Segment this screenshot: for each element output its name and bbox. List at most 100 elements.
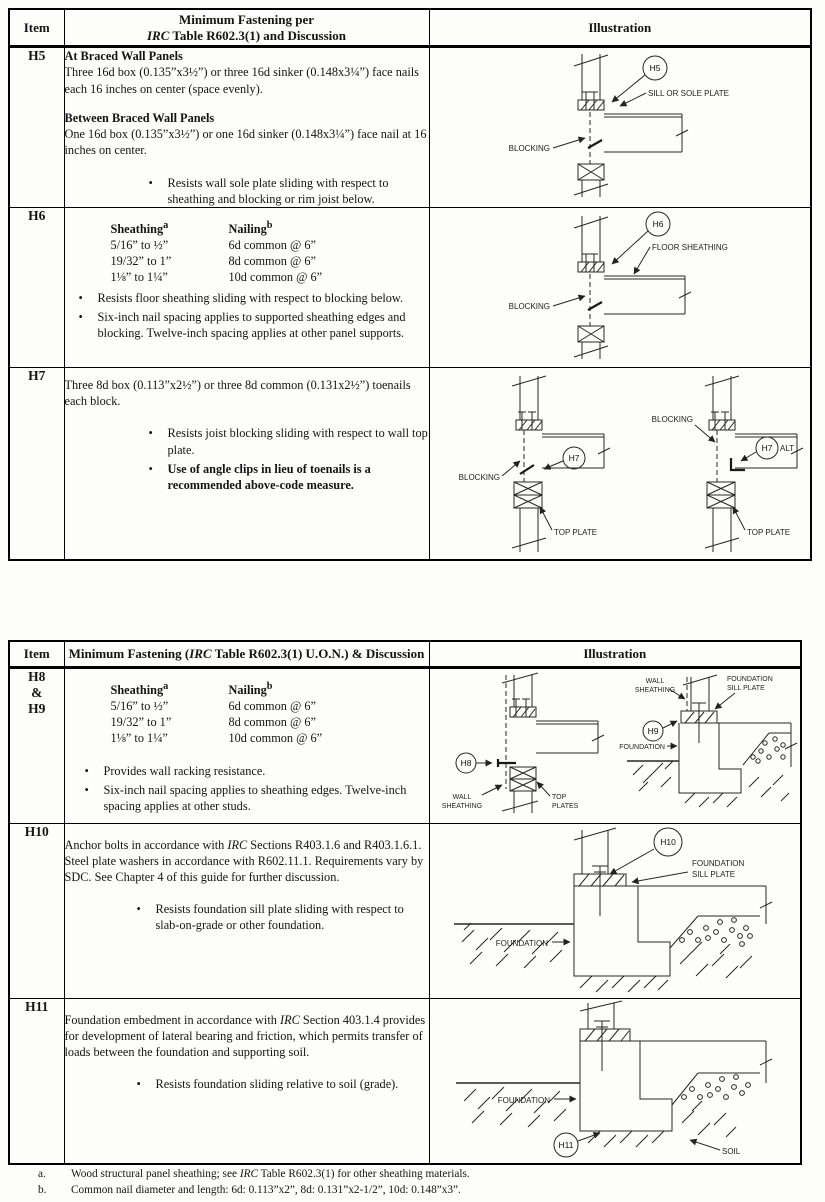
item-label-h11: H11: [8, 997, 65, 1165]
h5-wall-framing: [573, 54, 688, 198]
h8-top-plates-label2: PLATES: [552, 803, 579, 810]
h6-spec-col1-header: Sheathinga: [110, 219, 169, 237]
h10-foundation-label: FOUNDATION: [495, 939, 548, 948]
h5-labels: H5 SILL OR SOLE PLATE BLOCKING: [508, 55, 729, 153]
t2-header-item: Item: [8, 640, 65, 669]
h11-illustration-drawing: FOUNDATION H11 SOIL: [455, 1000, 772, 1157]
bullet-marker: •: [136, 902, 141, 917]
h9-wall-sheathing-label2: SHEATHING: [634, 687, 674, 694]
table-row: H8 & H9 Sheathinga Nailingb 5/16” to ½” …: [8, 666, 802, 824]
h8-detail: H8 WALL SHEATHING TOP PLATES: [441, 672, 604, 813]
t1-header-item: Item: [8, 8, 65, 49]
h7-bullet-1-text: Resists joist blocking sliding with resp…: [167, 426, 428, 457]
h8-tag-label: H8: [460, 758, 471, 768]
h8-h9-illustration: H8 WALL SHEATHING TOP PLATES: [428, 666, 802, 824]
footnote-a-text: Wood structural panel sheathing; see IRC…: [71, 1168, 470, 1180]
h10-bullet-1: • Resists foundation sill plate sliding …: [65, 901, 429, 933]
h5-illustration-drawing: H5 SILL OR SOLE PLATE BLOCKING: [508, 54, 729, 198]
h11-gravel: [680, 1073, 751, 1100]
h8-h9-illustration-drawing: H8 WALL SHEATHING TOP PLATES: [441, 672, 797, 813]
h6-spec-cell: 19/32” to 1”: [110, 254, 172, 268]
h10-tag-circle: [653, 827, 682, 856]
fastening-table-1: Item Minimum Fastening per IRC Table R60…: [8, 8, 812, 562]
h8-h9-bullet-1: • Provides wall racking resistance.: [65, 763, 429, 779]
h9-sill-plate-label: FOUNDATION: [727, 676, 773, 683]
h11-para-pre: Foundation embedment in accordance with: [64, 1012, 280, 1027]
h6-wall-framing: [573, 215, 691, 359]
bullet-marker: •: [84, 782, 89, 797]
h5-heading1: At Braced Wall Panels: [64, 49, 183, 64]
h10-tag-label: H10: [660, 837, 676, 847]
h5-bullet-1: • Resists wall sole plate sliding with r…: [65, 175, 429, 207]
t1-header-fastening-line2: Table R602.3(1) and Discussion: [169, 27, 347, 43]
h10-para-irc: IRC: [227, 837, 248, 852]
h7-left-blocking-label: BLOCKING: [458, 473, 499, 482]
h7-description: Three 8d box (0.113”x2½”) or three 8d co…: [63, 366, 430, 561]
h5-heading2: Between Braced Wall Panels: [64, 110, 215, 125]
h7-left-top-plate-label: TOP PLATE: [554, 528, 597, 537]
h10-bullet-1-text: Resists foundation sill plate sliding wi…: [155, 902, 404, 933]
h6-bullet-1-text: Resists floor sheathing sliding with res…: [97, 290, 404, 305]
fastening-table-2: Item Minimum Fastening (IRC Table R602.3…: [8, 640, 802, 1165]
footnote-b-letter: b.: [38, 1184, 47, 1197]
bullet-marker: •: [148, 426, 153, 441]
h10-para-post: Sections R403.1.6 and R403.1.6.1. Steel …: [64, 837, 424, 884]
h9-detail: WALL SHEATHING FOUNDATION SILL PLATE H9 …: [619, 674, 797, 807]
h10-description: Anchor bolts in accordance with IRC Sect…: [63, 822, 430, 999]
h8-h9-spec-col2-header: Nailingb: [228, 680, 273, 697]
t2-header-irc: IRC: [189, 645, 212, 661]
h8-h9-spec-cell: 1⅛” to 1¼”: [110, 730, 168, 745]
h11-tag-circle: [553, 1132, 578, 1157]
h11-tag-label: H11: [558, 1140, 573, 1150]
h5-illustration: H5 SILL OR SOLE PLATE BLOCKING: [428, 46, 812, 208]
t2-header-illustration: Illustration: [428, 640, 802, 669]
footnote-b-text: Common nail diameter and length: 6d: 0.1…: [71, 1184, 461, 1197]
h6-spec-cell: 1⅛” to 1¼”: [110, 269, 168, 284]
h6-labels: H6 FLOOR SHEATHING BLOCKING: [508, 211, 728, 311]
h11-description: Foundation embedment in accordance with …: [63, 997, 430, 1165]
bullet-marker: •: [78, 290, 83, 305]
h10-paragraph: Anchor bolts in accordance with IRC Sect…: [65, 837, 429, 886]
t2-header-fastening-post: Table R602.3(1) U.O.N.) & Discussion: [211, 645, 425, 661]
h5-description: At Braced Wall Panels Three 16d box (0.1…: [63, 46, 430, 208]
h6-blocking-label: BLOCKING: [508, 302, 549, 311]
h8-h9-spec-cell: 8d common @ 6”: [228, 714, 316, 729]
h7-right-detail: BLOCKING H7 ALT TOP PLATE: [651, 375, 803, 552]
h9-foundation-label: FOUNDATION: [619, 744, 665, 751]
h8-h9-spec-cell: 6d common @ 6”: [228, 698, 316, 713]
h7-bullet-1: • Resists joist blocking sliding with re…: [65, 425, 429, 457]
h6-spec-col2-header: Nailingb: [228, 219, 273, 237]
h6-spec-cell: 10d common @ 6”: [228, 269, 323, 284]
h7-right-alt-label: ALT: [780, 444, 794, 453]
h9-wall-sheathing-label: WALL: [645, 678, 664, 685]
bullet-marker: •: [136, 1077, 141, 1092]
t1-header-fastening-line1: Minimum Fastening per: [178, 12, 315, 27]
h8-h9-spec-cell: 19/32” to 1”: [110, 714, 172, 729]
h6-tag-label: H6: [652, 219, 663, 229]
h7-right-tag-label: H7: [761, 443, 772, 453]
h11-illustration: FOUNDATION H11 SOIL: [428, 997, 802, 1165]
h6-spec-table: Sheathinga Nailingb 5/16” to ½” 6d commo…: [111, 219, 429, 286]
bullet-marker: •: [148, 461, 153, 476]
footnote-a: a. Wood structural panel sheathing; see …: [38, 1166, 798, 1182]
h6-spec-cell: 5/16” to ½”: [110, 238, 169, 253]
h8-h9-description: Sheathinga Nailingb 5/16” to ½” 6d commo…: [63, 666, 430, 824]
table-row: H6 Sheathinga Nailingb 5/16” to ½” 6d co…: [8, 206, 812, 368]
bullet-marker: •: [148, 175, 153, 190]
t1-header-fastening: Minimum Fastening per IRC Table R602.3(1…: [63, 8, 430, 49]
h6-floor-sheathing-label: FLOOR SHEATHING: [652, 243, 728, 252]
t2-header-fastening-pre: Minimum Fastening (: [68, 645, 190, 661]
h7-bullet-2-text: Use of angle clips in lieu of toenails i…: [167, 461, 371, 493]
footnote-a-letter: a.: [38, 1168, 46, 1180]
item-label-h8-h9: H8 & H9: [8, 666, 65, 824]
bullet-marker: •: [78, 310, 83, 325]
h6-illustration-drawing: H6 FLOOR SHEATHING BLOCKING: [508, 211, 728, 359]
h7-left-detail: H7 BLOCKING TOP PLATE: [458, 375, 610, 552]
h6-spec-cell: 6d common @ 6”: [228, 238, 316, 253]
h10-para-pre: Anchor bolts in accordance with: [64, 837, 228, 852]
table-row: H10 Anchor bolts in accordance with IRC …: [8, 822, 802, 999]
h11-foundation-drawing: [455, 1000, 772, 1147]
bullet-marker: •: [84, 763, 89, 778]
h8-h9-spec-cell: 5/16” to ½”: [110, 698, 169, 713]
h10-labels: H10 FOUNDATION SILL PLATE FOUNDATION: [495, 827, 744, 948]
